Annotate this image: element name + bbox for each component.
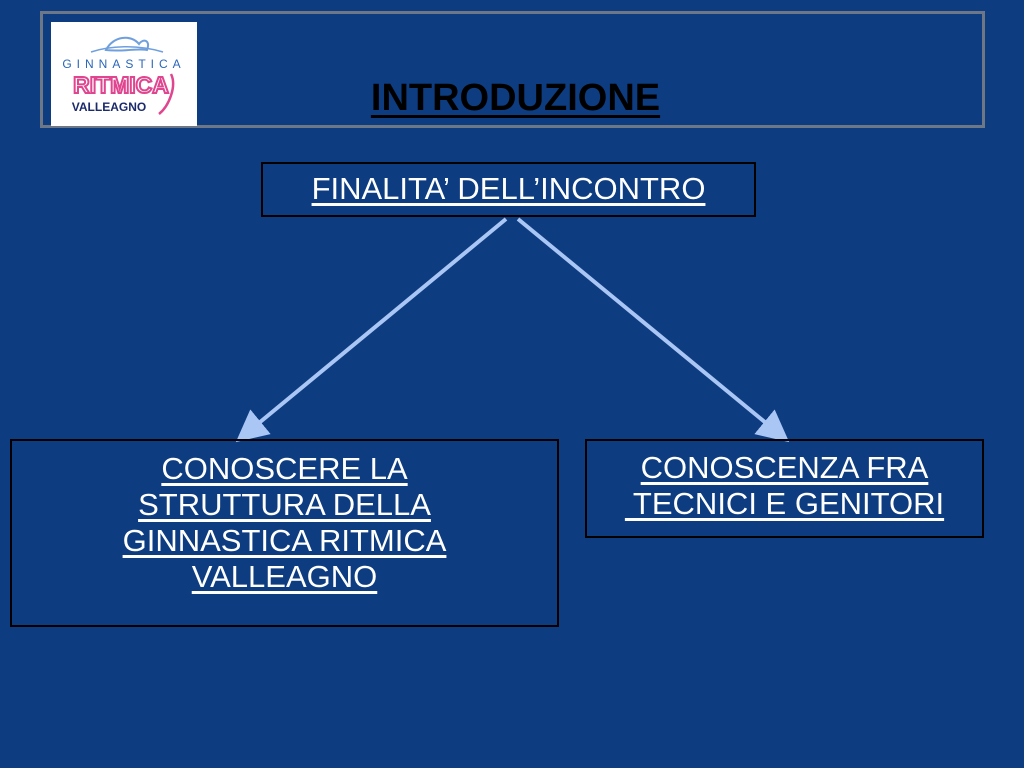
club-logo-graphic: GINNASTICA RITMICA VALLEAGNO [62, 36, 185, 115]
slide-header: GINNASTICA RITMICA VALLEAGNO INTRODUZION… [40, 11, 985, 128]
slide-title: INTRODUZIONE [370, 77, 661, 119]
logo-text-line3: VALLEAGNO [72, 100, 146, 114]
right-child-line: TECNICI E GENITORI [624, 486, 945, 521]
left-child-line: GINNASTICA RITMICA [122, 523, 447, 558]
left-child-line: STRUTTURA DELLA [138, 487, 431, 522]
connector-left [235, 217, 508, 443]
left-child-line: CONOSCERE LA [161, 451, 408, 486]
club-logo: GINNASTICA RITMICA VALLEAGNO [51, 22, 197, 126]
root-node: FINALITA’ DELL’INCONTRO [261, 162, 756, 217]
logo-text-line1: GINNASTICA [62, 57, 185, 71]
right-child-node: CONOSCENZA FRA TECNICI E GENITORI [585, 439, 984, 538]
left-child-line: VALLEAGNO [191, 559, 378, 594]
left-child-node: CONOSCERE LA STRUTTURA DELLA GINNASTICA … [10, 439, 559, 627]
logo-text-line2: RITMICA [73, 72, 169, 98]
connector-right [516, 217, 790, 443]
right-child-line: CONOSCENZA FRA [640, 450, 929, 485]
